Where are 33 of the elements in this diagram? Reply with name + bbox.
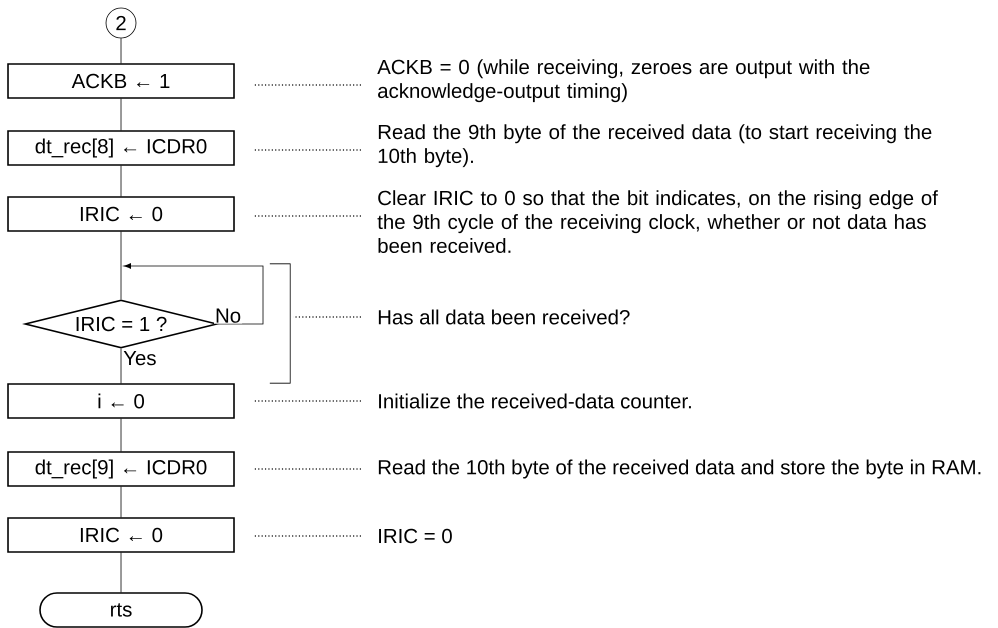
terminal-box: rts — [39, 592, 203, 628]
edge-label: No — [214, 308, 242, 324]
note-text: Read the 10th byte of the received data and store the byte in RAM. — [378, 459, 980, 478]
leader-line — [254, 149, 361, 151]
note-text: Initialize the received-data counter. — [379, 394, 691, 408]
leader-line — [254, 468, 361, 470]
process-box: dt_rec[9] ← ICDR0 — [7, 451, 235, 487]
note-text: Read the 9th byte of the received data (to start receiving the 10th byte). — [378, 124, 932, 168]
leader-line — [293, 316, 361, 318]
connector-line — [120, 38, 122, 64]
connector-line — [120, 348, 122, 384]
leader-line — [254, 400, 361, 402]
leader-line — [254, 535, 361, 537]
bracket — [269, 263, 291, 384]
process-box: dt_rec[8] ← ICDR0 — [7, 130, 235, 166]
process-box: i ← 0 — [7, 383, 235, 419]
connector-line — [120, 165, 122, 197]
leader-line — [254, 215, 361, 217]
process-box: IRIC ← 0 — [7, 517, 235, 553]
note-text: Has all data been received? — [378, 310, 630, 324]
leader-line — [254, 84, 361, 86]
process-box: IRIC ← 0 — [7, 196, 235, 232]
process-box: ACKB ← 1 — [7, 63, 235, 99]
connector-line — [120, 231, 122, 300]
connector-line — [120, 552, 122, 593]
connector-line — [120, 418, 122, 452]
arrow — [123, 263, 264, 324]
note-text: Clear IRIC to 0 so that the bit indicates, on the rising edge of the 9th cycle of the receiving clock, whether or not data has been received. — [378, 190, 938, 253]
note-text: ACKB = 0 (while receiving, zeroes are output with the acknowledge-output timing) — [377, 59, 870, 102]
note-text: IRIC = 0 — [379, 528, 452, 544]
connector-line — [120, 486, 122, 518]
edge-label: Yes — [122, 350, 158, 366]
connector-line — [120, 98, 122, 131]
